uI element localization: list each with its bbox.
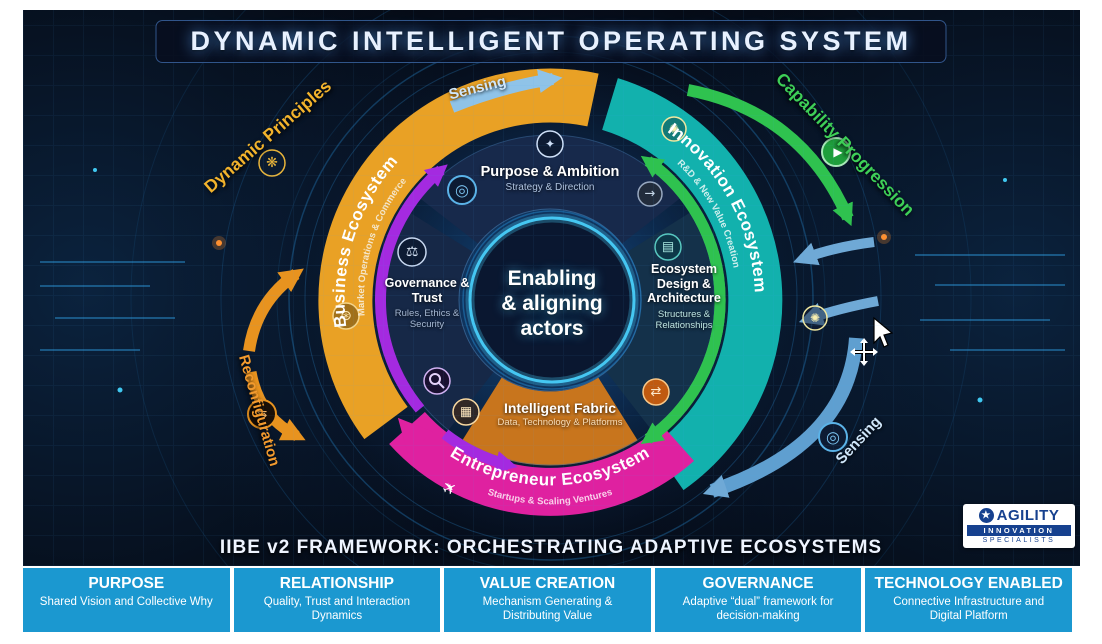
svg-text:✺: ✺	[810, 311, 820, 325]
svg-text:✺: ✺	[669, 122, 679, 136]
card-value-creation: VALUE CREATION Mechanism Generating & Di…	[444, 568, 651, 632]
purple-flow-arrow-left	[374, 164, 448, 413]
chip-icon: ▦	[452, 398, 480, 426]
card-technology-title: TECHNOLOGY ENABLED	[874, 575, 1063, 592]
card-technology: TECHNOLOGY ENABLED Connective Infrastruc…	[865, 568, 1072, 632]
center-hub-glow	[465, 213, 639, 387]
purpose-subtitle: Strategy & Direction	[505, 182, 595, 193]
svg-text:❋: ❋	[266, 155, 278, 171]
governance-subtitle: Rules, Ethics & Security	[394, 308, 460, 330]
fabric-segment-label: Intelligent Fabric Data, Technology & Pl…	[470, 400, 650, 428]
brain-icon: ❋	[258, 149, 286, 177]
exchange-icon: ⇄	[642, 378, 670, 406]
blueprint-icon: ▤	[654, 233, 682, 261]
svg-text:⚖: ⚖	[406, 244, 419, 260]
fabric-segment	[462, 377, 638, 466]
card-value-creation-subtitle: Mechanism Generating & Distributing Valu…	[482, 596, 613, 622]
center-hub-circle	[468, 216, 636, 384]
sensing-top-arrow	[449, 69, 563, 113]
reconfiguration-arrow-up	[243, 268, 304, 352]
card-governance-subtitle: Adaptive “dual” framework for decision-m…	[682, 596, 834, 622]
play-icon: ▶	[821, 137, 851, 167]
glow-dots	[93, 168, 1007, 403]
svg-text:⇆: ⇆	[257, 407, 268, 422]
card-technology-subtitle: Connective Infrastructure and Digital Pl…	[893, 596, 1045, 622]
footer-cards: PURPOSE Shared Vision and Collective Why…	[23, 568, 1072, 632]
logo-agility-text: AGILITY	[996, 507, 1060, 524]
design-segment-label: Ecosystem Design & Architecture Structur…	[637, 262, 731, 331]
entrepreneur-ring-arc	[389, 411, 694, 516]
design-subtitle: Structures & Relationships	[655, 308, 713, 331]
svg-text:⊛: ⊛	[340, 308, 352, 324]
capability-progression-arrow	[686, 84, 854, 227]
card-purpose: PURPOSE Shared Vision and Collective Why	[23, 568, 230, 632]
mouse-cursor	[850, 316, 894, 366]
logo-top-row: ★ AGILITY	[967, 507, 1071, 524]
scales-icon: ⚖	[397, 237, 427, 267]
purple-flow-arrow-bottom	[441, 429, 518, 473]
svg-text:✦: ✦	[545, 137, 555, 151]
governance-segment-label: Governance & Trust Rules, Ethics & Secur…	[379, 276, 475, 330]
svg-text:◎: ◎	[826, 428, 840, 447]
sensing-spiral-icon-bottom: ◎	[818, 422, 848, 452]
innovation-ring-arc	[601, 78, 783, 491]
card-value-creation-title: VALUE CREATION	[479, 575, 616, 592]
center-line-2: & aligning	[501, 292, 603, 315]
globe-icon: ⊛	[332, 302, 360, 330]
star-icon: ★	[978, 508, 994, 523]
governance-title: Governance & Trust	[384, 276, 470, 305]
card-purpose-title: PURPOSE	[88, 575, 165, 592]
card-governance: GOVERNANCE Adaptive “dual” framework for…	[654, 568, 862, 632]
business-ring-arc	[318, 68, 599, 440]
logo-specialists-text: SPECIALISTS	[982, 537, 1056, 544]
svg-text:▶: ▶	[833, 145, 843, 159]
card-purpose-subtitle: Shared Vision and Collective Why	[39, 596, 213, 608]
framework-caption: IIBE v2 FRAMEWORK: ORCHESTRATING ADAPTIV…	[219, 537, 883, 558]
center-line-1: Enabling	[507, 267, 597, 290]
card-relationship: RELATIONSHIP Quality, Trust and Interact…	[233, 568, 441, 632]
diagram-canvas: ❋ ✦ ◎ ⚖ ⊛ ▦ ✈ ✺ → ▤ ✺ ⇄ ◎ ▶ ⇆ Business E…	[40, 10, 1065, 566]
center-hub-ring	[462, 210, 642, 390]
svg-text:▤: ▤	[662, 240, 674, 255]
sensing-right-arrow	[702, 337, 863, 498]
card-governance-title: GOVERNANCE	[702, 575, 814, 592]
center-hub-label: Enabling & aligning actors	[482, 266, 622, 341]
svg-text:▦: ▦	[460, 405, 472, 420]
purpose-title: Purpose & Ambition	[480, 164, 620, 180]
circuit-lines	[40, 254, 1065, 351]
green-flow-arrow-down	[640, 156, 726, 445]
svg-text:→: →	[645, 187, 656, 202]
card-relationship-title: RELATIONSHIP	[279, 575, 395, 592]
magnifier-icon	[423, 367, 451, 395]
logo-innovation-text: INNOVATION	[967, 525, 1071, 536]
card-relationship-subtitle: Quality, Trust and Interaction Dynamics	[263, 596, 410, 622]
inbound-arrow-upper	[793, 237, 875, 266]
purpose-segment-label: Purpose & Ambition Strategy & Direction	[455, 164, 645, 193]
compass-icon: ✦	[536, 130, 564, 158]
shuffle-icon: ⇆	[247, 399, 277, 429]
page-title: DYNAMIC INTELLIGENT OPERATING SYSTEM	[155, 20, 947, 63]
arrow-badge-icon: →	[637, 181, 663, 207]
fabric-title: Intelligent Fabric	[503, 400, 616, 416]
svg-text:⇄: ⇄	[651, 385, 662, 400]
infographic-background: ❋ ✦ ◎ ⚖ ⊛ ▦ ✈ ✺ → ▤ ✺ ⇄ ◎ ▶ ⇆ Business E…	[23, 10, 1080, 566]
governance-segment	[384, 212, 495, 431]
lightbulb-icon-top: ✺	[661, 116, 687, 142]
fabric-subtitle: Data, Technology & Platforms	[497, 417, 623, 428]
svg-text:◎: ◎	[455, 181, 469, 200]
sensing-spiral-icon-top: ◎	[447, 175, 477, 205]
lightbulb-icon-right: ✺	[802, 305, 828, 331]
center-line-3: actors	[520, 317, 584, 340]
design-title: Ecosystem Design & Architecture	[647, 262, 721, 305]
agility-logo: ★ AGILITY INNOVATION SPECIALISTS	[963, 504, 1075, 548]
